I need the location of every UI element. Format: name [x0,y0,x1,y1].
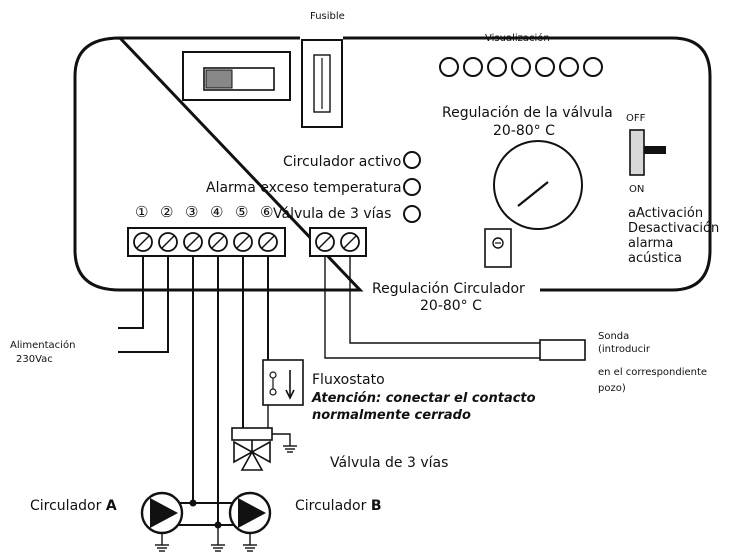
terminal-number-3: ③ [185,203,198,221]
probe-label-1: Sonda [598,331,629,342]
indicator-3way-valve-label: Válvula de 3 vías [273,206,391,222]
circulator-b-prefix: Circulador [295,498,371,514]
power-label-1: Alimentación [10,339,75,351]
probe-label-4: pozo) [598,383,626,394]
valve-regulation-title: Regulación de la válvula [442,105,613,121]
valve-regulation-knob[interactable] [493,140,583,230]
valve-regulation-range: 20-80° C [493,123,555,139]
terminal-screw-6[interactable] [258,232,278,252]
circulator-regulation-range: 20-80° C [420,298,482,314]
probe-label-3: en el correspondiente [598,367,707,378]
display-led-1 [439,57,459,77]
terminal-block-probe [309,227,367,257]
three-way-valve-label: Válvula de 3 vías [330,455,448,471]
circulator-a-prefix: Circulador [30,498,106,514]
display-led-6 [559,57,579,77]
display-led-7 [583,57,603,77]
power-label-2: 230Vac [16,354,53,365]
power-wire-neutral [118,256,169,353]
flow-switch-label: Fluxostato [312,372,385,388]
center-ground-icon [211,525,225,552]
terminal-number-2: ② [160,203,173,221]
indicator-3way-valve-lamp [403,205,421,223]
fuse-label: Fusible [310,11,345,22]
flow-switch [262,359,304,406]
probe-screw-2[interactable] [340,232,360,252]
terminal-number-6: ⑥ [260,203,273,221]
fuse [301,39,343,128]
terminal-number-1: ① [135,203,148,221]
display-led-2 [463,57,483,77]
circulator-a-letter: A [106,498,117,514]
terminal-screw-5[interactable] [233,232,253,252]
display-label: Visualización [485,32,550,44]
probe-wire-2 [349,256,540,344]
circulator-b-label: Circulador B [295,498,381,514]
terminal-screw-1[interactable] [133,232,153,252]
power-wire-phase [118,256,144,329]
terminal-number-4: ④ [210,203,223,221]
circulator-regulation-title: Regulación Circulador [372,281,525,297]
terminal-screw-4[interactable] [208,232,228,252]
display-leds [439,57,603,77]
circulator-b-pump [228,491,272,552]
display-led-5 [535,57,555,77]
circulator-a-label: Circulador A [30,498,117,514]
three-way-valve [231,405,297,471]
terminal-block-main [127,227,286,257]
indicator-overtemp-lamp [403,178,421,196]
indicator-circulator-active-lamp [403,151,421,169]
circulator-a-pump [140,491,184,552]
display-led-3 [487,57,507,77]
indicator-circulator-active-label: Circulador activo [283,154,401,170]
switch-desc-4: acústica [628,251,682,266]
slide-switch[interactable] [182,51,291,101]
switch-off-label: OFF [626,113,646,124]
terminal-screw-3[interactable] [183,232,203,252]
terminal-number-5: ⑤ [235,203,248,221]
flow-switch-attention-2: normalmente cerrado [312,408,471,423]
probe-screw-1[interactable] [315,232,335,252]
switch-on-label: ON [629,184,644,195]
probe-sensor [539,339,586,361]
terminal-screw-2[interactable] [158,232,178,252]
flow-switch-attention-1: Atención: conectar el contacto [311,391,536,406]
probe-label-2: (introducir [598,344,651,355]
switch-desc-2: Desactivación [628,221,719,236]
switch-desc-1: aActivación [628,206,703,221]
indicator-overtemp-label: Alarma exceso temperatura [206,180,402,196]
probe-wire-1 [324,256,540,359]
display-led-4 [511,57,531,77]
circulator-regulation-trimmer[interactable] [484,228,512,268]
alarm-toggle-switch[interactable] [629,129,666,176]
junction-dot-1 [189,499,197,507]
control-box-outline [73,36,712,292]
circulator-b-letter: B [371,498,382,514]
switch-desc-3: alarma [628,236,673,251]
